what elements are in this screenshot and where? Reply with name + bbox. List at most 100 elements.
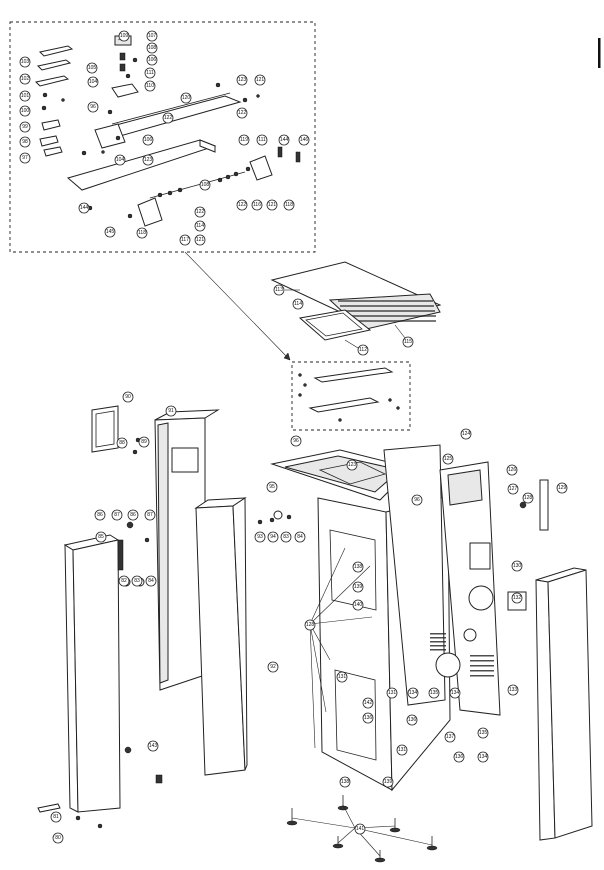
callout-133: 133 [509,687,518,693]
callout-95: 95 [269,484,275,490]
callout-137: 137 [446,734,455,740]
callout-121c: 121 [196,237,205,243]
callout-131: 131 [338,674,347,680]
callout-123b: 123 [144,157,153,163]
callout-106b: 106 [144,137,153,143]
callout-127: 127 [509,486,518,492]
callout-90: 90 [125,394,131,400]
callout-107: 107 [148,33,157,39]
callout-83b: 83 [283,534,289,540]
callout-101: 101 [21,93,30,99]
callout-122b: 122 [238,110,247,116]
callout-139b: 139 [384,779,393,785]
detail-inset: 109 107 108 106 111 110 103 102 101 100 … [9,21,316,253]
callout-92: 92 [270,664,276,670]
callout-124: 124 [462,431,471,437]
left-parts: 90 88 89 91 86 87 86 87 85 82 83 84 93 9… [37,391,306,844]
callout-141: 141 [356,826,365,832]
callout-118b: 118 [138,230,146,236]
callout-135: 135 [430,690,439,696]
callout-82: 82 [121,578,127,584]
callout-132: 132 [513,595,522,601]
callout-99: 99 [22,124,28,130]
callout-120: 120 [182,95,191,101]
callout-86: 86 [97,512,103,518]
callout-122d: 122 [196,209,205,215]
callout-84: 84 [148,578,154,584]
callout-140: 140 [354,602,363,608]
callout-104b: 104 [116,157,125,163]
callout-143: 143 [149,743,158,749]
callout-105: 105 [88,65,97,71]
callout-96-main-b: 96 [414,497,420,503]
callout-146: 146 [300,137,309,143]
callout-134c: 134 [479,754,488,760]
callout-144b: 144 [80,205,89,211]
callout-85: 85 [98,534,104,540]
callout-129: 129 [558,485,567,491]
callout-145: 145 [106,229,115,235]
callout-104: 104 [89,79,98,85]
callout-116: 116 [253,202,261,208]
callout-117: 117 [181,237,189,243]
callout-111: 111 [146,70,154,76]
callout-125: 125 [444,456,453,462]
callout-94: 94 [270,534,276,540]
callout-128: 128 [306,622,315,628]
callout-121b: 121 [268,202,277,208]
callout-134: 134 [409,690,418,696]
callout-130: 130 [513,563,522,569]
callout-115: 115 [404,339,412,345]
callout-83: 83 [134,578,140,584]
callout-123-main: 123 [348,462,357,468]
callout-109: 109 [120,33,129,39]
callout-126: 126 [508,467,517,473]
callout-88: 88 [119,440,125,446]
callout-97: 97 [22,155,28,161]
callout-96: 96 [90,104,96,110]
callout-106: 106 [148,57,157,63]
callout-114: 114 [196,223,204,229]
callout-102: 102 [21,76,30,82]
callout-86b: 86 [130,512,136,518]
pointer-arrow [184,251,291,361]
callout-142: 142 [364,700,373,706]
callout-122: 122 [164,115,173,121]
callout-113: 113 [275,287,283,293]
mini-inset [291,361,411,431]
callout-131b: 131 [388,690,397,696]
callout-118: 118 [285,202,293,208]
callout-91: 91 [168,408,174,414]
callout-136c: 136 [455,754,464,760]
top-plate-group: 113 114 112 115 [270,261,442,356]
callout-100: 100 [21,108,30,114]
callout-110: 110 [146,83,154,89]
callout-111b: 111 [258,137,266,143]
feet [286,795,438,863]
callout-108: 108 [148,45,157,51]
callout-139: 139 [354,584,363,590]
callout-122c: 122 [238,202,247,208]
callout-121: 121 [256,77,265,83]
callout-108b: 108 [201,182,210,188]
callout-138: 138 [354,564,363,570]
callout-128-r: 128 [524,495,533,501]
callout-80: 80 [55,835,61,841]
callout-98: 98 [22,139,28,145]
callout-136b: 136 [408,717,417,723]
callout-93: 93 [257,534,263,540]
callout-144: 144 [280,137,289,143]
callout-87b: 87 [147,512,153,518]
callout-134b: 134 [451,690,460,696]
callout-135b: 135 [479,730,488,736]
main-body: 96 123 95 96 124 125 126 127 128 129 130… [266,428,593,863]
callout-114b: 114 [294,301,302,307]
callout-138b: 138 [341,779,350,785]
callout-96-main: 96 [293,438,299,444]
callout-112: 112 [359,347,367,353]
page-marker [598,38,601,68]
callout-123: 123 [238,77,247,83]
callout-87: 87 [114,512,120,518]
callout-81: 81 [53,814,59,820]
